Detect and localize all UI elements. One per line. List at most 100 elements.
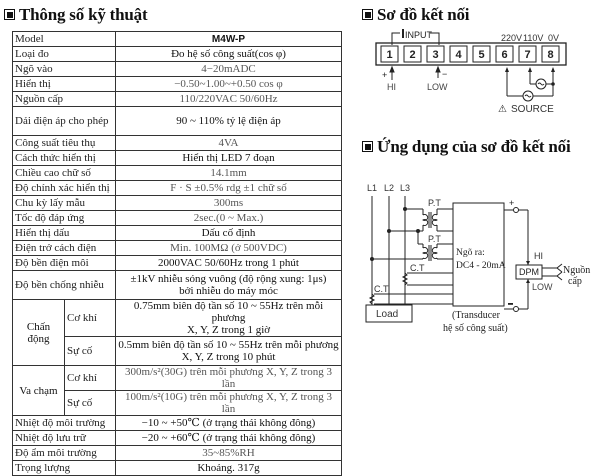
terminal-5-box <box>472 45 491 63</box>
supply-line-2: cấp <box>568 276 582 287</box>
model-value: M4W-P <box>211 33 246 45</box>
row-label: Cách thức hiển thị <box>12 150 116 166</box>
table-row: Độ bền chống nhiễu ±1kV nhiễu sóng vuông… <box>12 270 342 300</box>
row-value: −0.50~1.00~+0.50 cos φ <box>115 76 342 92</box>
row-value: Khoảng. 317g <box>115 460 342 476</box>
row-label: Nhiệt độ lưu trữ <box>12 430 116 446</box>
input-bracket-right <box>430 32 440 45</box>
vibration-label-2: động <box>27 332 50 345</box>
row-value: −20 ~ +60℃ (ở trạng thái không đông) <box>115 430 342 446</box>
hi-arrow-head <box>389 65 395 73</box>
source-label: SOURCE <box>511 104 554 115</box>
section-bullet-icon <box>362 9 373 20</box>
table-row: Model M4W-P <box>12 31 342 47</box>
ct1-label: C.T <box>410 263 425 273</box>
low-label: LOW <box>532 282 553 292</box>
row-value: Dấu cố định <box>115 225 342 241</box>
output-line-2: DC4 - 20mA <box>456 261 506 271</box>
line-l1-label: L1 <box>367 183 377 193</box>
row-label: Trọng lượng <box>12 460 116 476</box>
row-value: 2000VAC 50/60Hz trong 1 phút <box>115 255 342 271</box>
row-value: 0.5mm biên độ tần số 10 ~ 55Hz trên mỗi … <box>115 336 342 366</box>
ct2-label: C.T <box>374 284 389 294</box>
ct1-coil <box>401 272 409 286</box>
minus-sign: − <box>442 69 447 79</box>
voltage-110v: 110V <box>523 33 543 43</box>
row-value: 35~85%RH <box>115 445 342 461</box>
terminal-7-label: 7 <box>524 49 530 61</box>
plus-sign: + <box>509 198 514 208</box>
hi-label: HI <box>387 82 396 92</box>
row-label: Điện trở cách điện <box>12 240 116 256</box>
load-label: Load <box>376 309 398 320</box>
output-plus-terminal-icon <box>513 207 519 213</box>
spec-section-title: Thông số kỹ thuật <box>4 5 148 25</box>
supply-arrow-top <box>556 263 563 273</box>
vib-mal-line-2: X, Y, Z trong 10 phút <box>181 351 276 363</box>
shock-malfunction-label: Sự cố <box>64 390 116 416</box>
row-label: Ngõ vào <box>12 61 116 77</box>
vibration-mechanical-label: Cơ khí <box>64 299 116 337</box>
vib-mal-line-1: 0.5mm biên độ tần số 10 ~ 55Hz trên mỗi … <box>118 339 339 351</box>
row-label: Độ bền điện môi <box>12 255 116 271</box>
vib-mech-line-1: 0.75mm biên độ tần số 10 ~ 55Hz trên mỗi… <box>133 300 324 324</box>
dpm-box <box>515 264 543 280</box>
connection-title-text: Sơ đồ kết nối <box>377 5 470 24</box>
row-value: F · S ±0.5% rdg ±1 chữ số <box>115 180 342 196</box>
terminal-8-label: 8 <box>547 49 553 61</box>
terminal-2-label: 2 <box>409 49 415 61</box>
pt2-label: P.T <box>428 234 441 244</box>
noise-line-2: bởi nhiễu do máy móc <box>179 285 278 297</box>
vibration-label-1: Chấn <box>26 320 51 333</box>
supply-line-1: Nguồn <box>563 265 590 276</box>
row-value: 300m/s²(30G) trên mỗi phương X, Y, Z tro… <box>115 365 342 391</box>
row-label: Nguồn cấp <box>12 91 116 107</box>
table-row: Va chạm Cơ khí 300m/s²(30G) trên mỗi phư… <box>12 365 342 416</box>
row-label: Độ chính xác hiển thị <box>12 180 116 196</box>
pt1-label: P.T <box>428 198 441 208</box>
row-label: Chiều cao chữ số <box>12 165 116 181</box>
shock-label: Va chạm <box>12 365 65 416</box>
row-label: Dải điện áp cho phép <box>12 106 116 136</box>
terminal-2-box <box>403 45 422 63</box>
output-minus-terminal-icon <box>513 306 519 312</box>
line-l3-label: L3 <box>400 183 410 193</box>
terminal-5-label: 5 <box>478 49 484 61</box>
voltage-220v: 220V <box>501 33 522 43</box>
terminal-1-box <box>380 45 399 63</box>
row-value: 300ms <box>115 195 342 211</box>
pt2-primary-coil <box>422 247 429 259</box>
row-label: Tốc độ đáp ứng <box>12 210 116 226</box>
row-value: 100m/s²(10G) trên mỗi phương X, Y, Z tro… <box>115 390 342 416</box>
row-label: Nhiệt độ môi trường <box>12 415 116 431</box>
terminal-3-box <box>426 45 445 63</box>
ct2-coil <box>368 293 376 305</box>
transducer-box <box>452 202 505 307</box>
row-value: M4W-P <box>115 31 342 47</box>
table-row: Sự cố 0.5mm biên độ tần số 10 ~ 55Hz trê… <box>13 336 342 366</box>
dpm-label: DPM <box>519 267 539 277</box>
section-bullet-icon <box>4 9 15 20</box>
transducer-line-1: (Transducer <box>452 310 501 321</box>
low-arrow-head <box>435 65 441 73</box>
row-value: 2sec.(0 ~ Max.) <box>115 210 342 226</box>
load-box <box>365 304 413 323</box>
vibration-malfunction-label: Sự cố <box>64 336 116 366</box>
spec-title-text: Thông số kỹ thuật <box>19 5 148 24</box>
row-label: Hiển thị <box>12 76 116 92</box>
input-label: INPUT <box>405 30 433 40</box>
row-label: Model <box>12 31 116 47</box>
row-value: 4−20mADC <box>115 61 342 77</box>
